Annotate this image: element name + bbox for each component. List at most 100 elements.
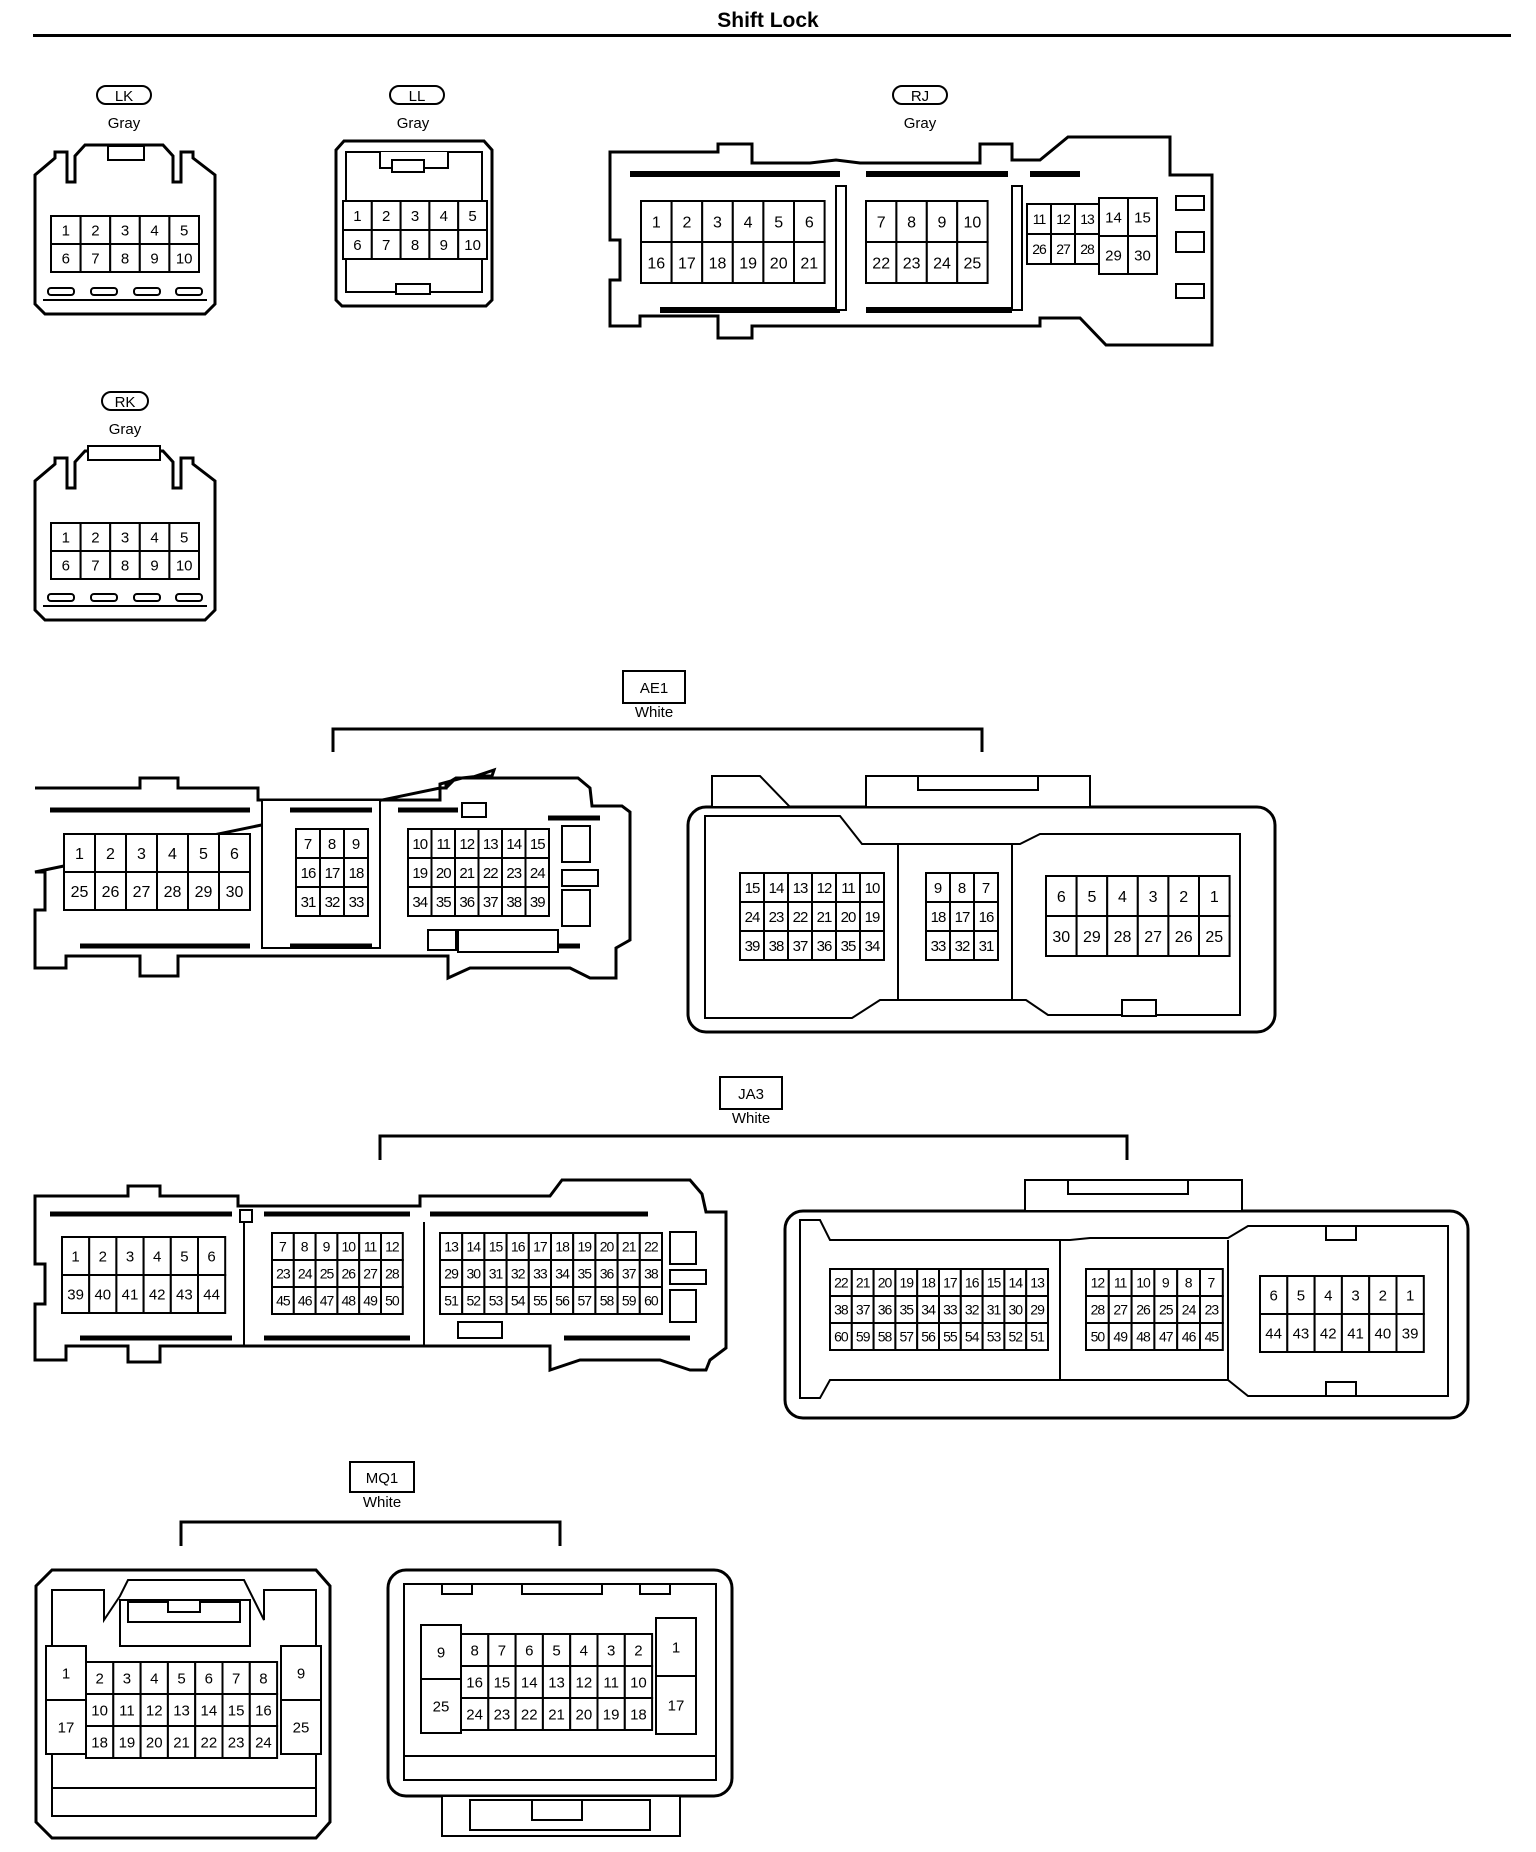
pin-cell: [1026, 233, 1052, 265]
pin-number: 20: [600, 1239, 615, 1255]
pin-number: 2: [99, 1248, 107, 1265]
pin-number: 57: [900, 1329, 915, 1345]
pin-number: 27: [1056, 241, 1071, 257]
connector-color-mq1: White: [363, 1494, 401, 1511]
pin-cell: [811, 872, 837, 903]
pin-number: 5: [468, 208, 476, 225]
pin-number: 17: [955, 909, 970, 926]
pin-number: 3: [607, 1642, 615, 1659]
pin-cell: [638, 1286, 663, 1315]
pin-number: 59: [622, 1293, 637, 1309]
connector-code-mq1: MQ1: [366, 1470, 399, 1487]
pin-number: 1: [62, 1665, 70, 1682]
pin-number: 22: [644, 1239, 659, 1255]
pin-number: 36: [600, 1266, 615, 1282]
pin-cell: [956, 200, 989, 243]
pin-number: 26: [1032, 241, 1047, 257]
pin-number: 14: [1105, 209, 1122, 226]
pin-number: 9: [150, 250, 158, 267]
pin-number: 31: [489, 1266, 504, 1282]
pin-number: 40: [94, 1286, 111, 1303]
pin-number: 3: [121, 529, 129, 546]
pin-number: 8: [958, 880, 966, 897]
pin-number: 17: [58, 1719, 75, 1736]
connector-color-lk: Gray: [108, 115, 141, 132]
pin-number: 50: [385, 1293, 400, 1309]
pin-number: 19: [578, 1239, 593, 1255]
pin-cell: [197, 1274, 227, 1314]
pin-number: 8: [328, 836, 336, 853]
pin-number: 58: [600, 1293, 615, 1309]
pin-number: 23: [276, 1266, 291, 1282]
pin-number: 28: [1091, 1302, 1106, 1318]
pin-number: 53: [489, 1293, 504, 1309]
pin-number: 15: [489, 1239, 504, 1255]
pin-number: 24: [745, 909, 760, 926]
pin-number: 10: [176, 250, 193, 267]
pin-number: 4: [150, 222, 158, 239]
pin-number: 25: [293, 1719, 310, 1736]
title-divider: [33, 34, 1511, 37]
pin-number: 55: [533, 1293, 548, 1309]
pin-number: 23: [494, 1706, 511, 1723]
pin-number: 15: [530, 836, 545, 853]
pin-number: 34: [921, 1302, 936, 1318]
pin-number: 5: [552, 1642, 560, 1659]
slot-row-rk: [47, 593, 203, 602]
pin-number: 12: [459, 836, 474, 853]
pin-number: 25: [433, 1698, 450, 1715]
pin-number: 39: [530, 894, 545, 911]
pin-number: 18: [931, 909, 946, 926]
connector-code-ll: LL: [409, 88, 426, 105]
pin-number: 24: [933, 255, 951, 272]
connector-code-rj: RJ: [911, 88, 929, 105]
pin-number: 10: [964, 214, 982, 231]
pin-number: 2: [95, 1670, 103, 1687]
pin-cell: [343, 886, 369, 917]
pin-number: 50: [1091, 1329, 1106, 1345]
pin-number: 30: [1134, 247, 1151, 264]
pin-number: 42: [149, 1286, 166, 1303]
pin-number: 6: [1269, 1287, 1277, 1304]
pin-number: 1: [1210, 889, 1219, 906]
pin-number: 35: [841, 938, 856, 955]
pin-number: 7: [982, 880, 990, 897]
pin-cell: [1127, 197, 1158, 237]
pin-number: 14: [521, 1674, 538, 1691]
pin-number: 2: [91, 222, 99, 239]
pin-number: 35: [436, 894, 451, 911]
pin-number: 13: [444, 1239, 459, 1255]
pin-number: 24: [1182, 1302, 1197, 1318]
pin-cell: [701, 241, 734, 284]
pin-number: 56: [555, 1293, 570, 1309]
pin-cell: [655, 1675, 697, 1735]
pin-number: 25: [71, 884, 89, 901]
pin-number: 33: [533, 1266, 548, 1282]
pin-cell: [1259, 1313, 1289, 1353]
pin-cell: [79, 243, 112, 273]
pin-number: 23: [506, 865, 521, 882]
pin-number: 21: [856, 1275, 871, 1291]
pin-number: 24: [466, 1706, 483, 1723]
pin-cell: [79, 550, 112, 580]
pin-number: 27: [133, 884, 151, 901]
pin-number: 22: [793, 909, 808, 926]
pin-cell: [109, 243, 141, 273]
pin-number: 16: [301, 865, 316, 882]
pin-number: 6: [525, 1642, 533, 1659]
pin-number: 58: [878, 1329, 893, 1345]
pin-number: 41: [1347, 1325, 1364, 1342]
pin-number: 20: [841, 909, 856, 926]
pin-number: 23: [903, 255, 921, 272]
connector-tag-ae1: [622, 670, 686, 704]
pin-number: 6: [205, 1670, 213, 1687]
pin-number: 8: [411, 237, 419, 254]
pin-number: 23: [769, 909, 784, 926]
pin-number: 32: [325, 894, 340, 911]
